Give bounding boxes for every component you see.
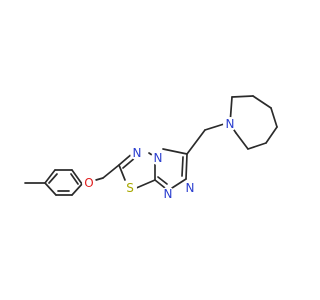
thiadiazole-nitrogen-label: N bbox=[133, 146, 142, 160]
triazole-bridge-nitrogen-label: N bbox=[154, 151, 163, 165]
tolyl-ring bbox=[24, 169, 83, 196]
methylene-linker-lower bbox=[95, 164, 120, 181]
triazole-nitrogen-label-2: N bbox=[164, 187, 173, 201]
azepane-ring bbox=[229, 95, 278, 150]
molecule-structure-diagram: N N N N N S O bbox=[24, 95, 278, 201]
ether-oxygen-label: O bbox=[84, 176, 93, 190]
methylene-linker-upper bbox=[186, 123, 225, 155]
azepane-nitrogen-label: N bbox=[226, 117, 235, 131]
triazole-nitrogen-label-1: N bbox=[186, 181, 195, 195]
atom-labels: N N N N N S O bbox=[82, 117, 237, 201]
thiadiazole-sulfur-label: S bbox=[126, 181, 134, 195]
